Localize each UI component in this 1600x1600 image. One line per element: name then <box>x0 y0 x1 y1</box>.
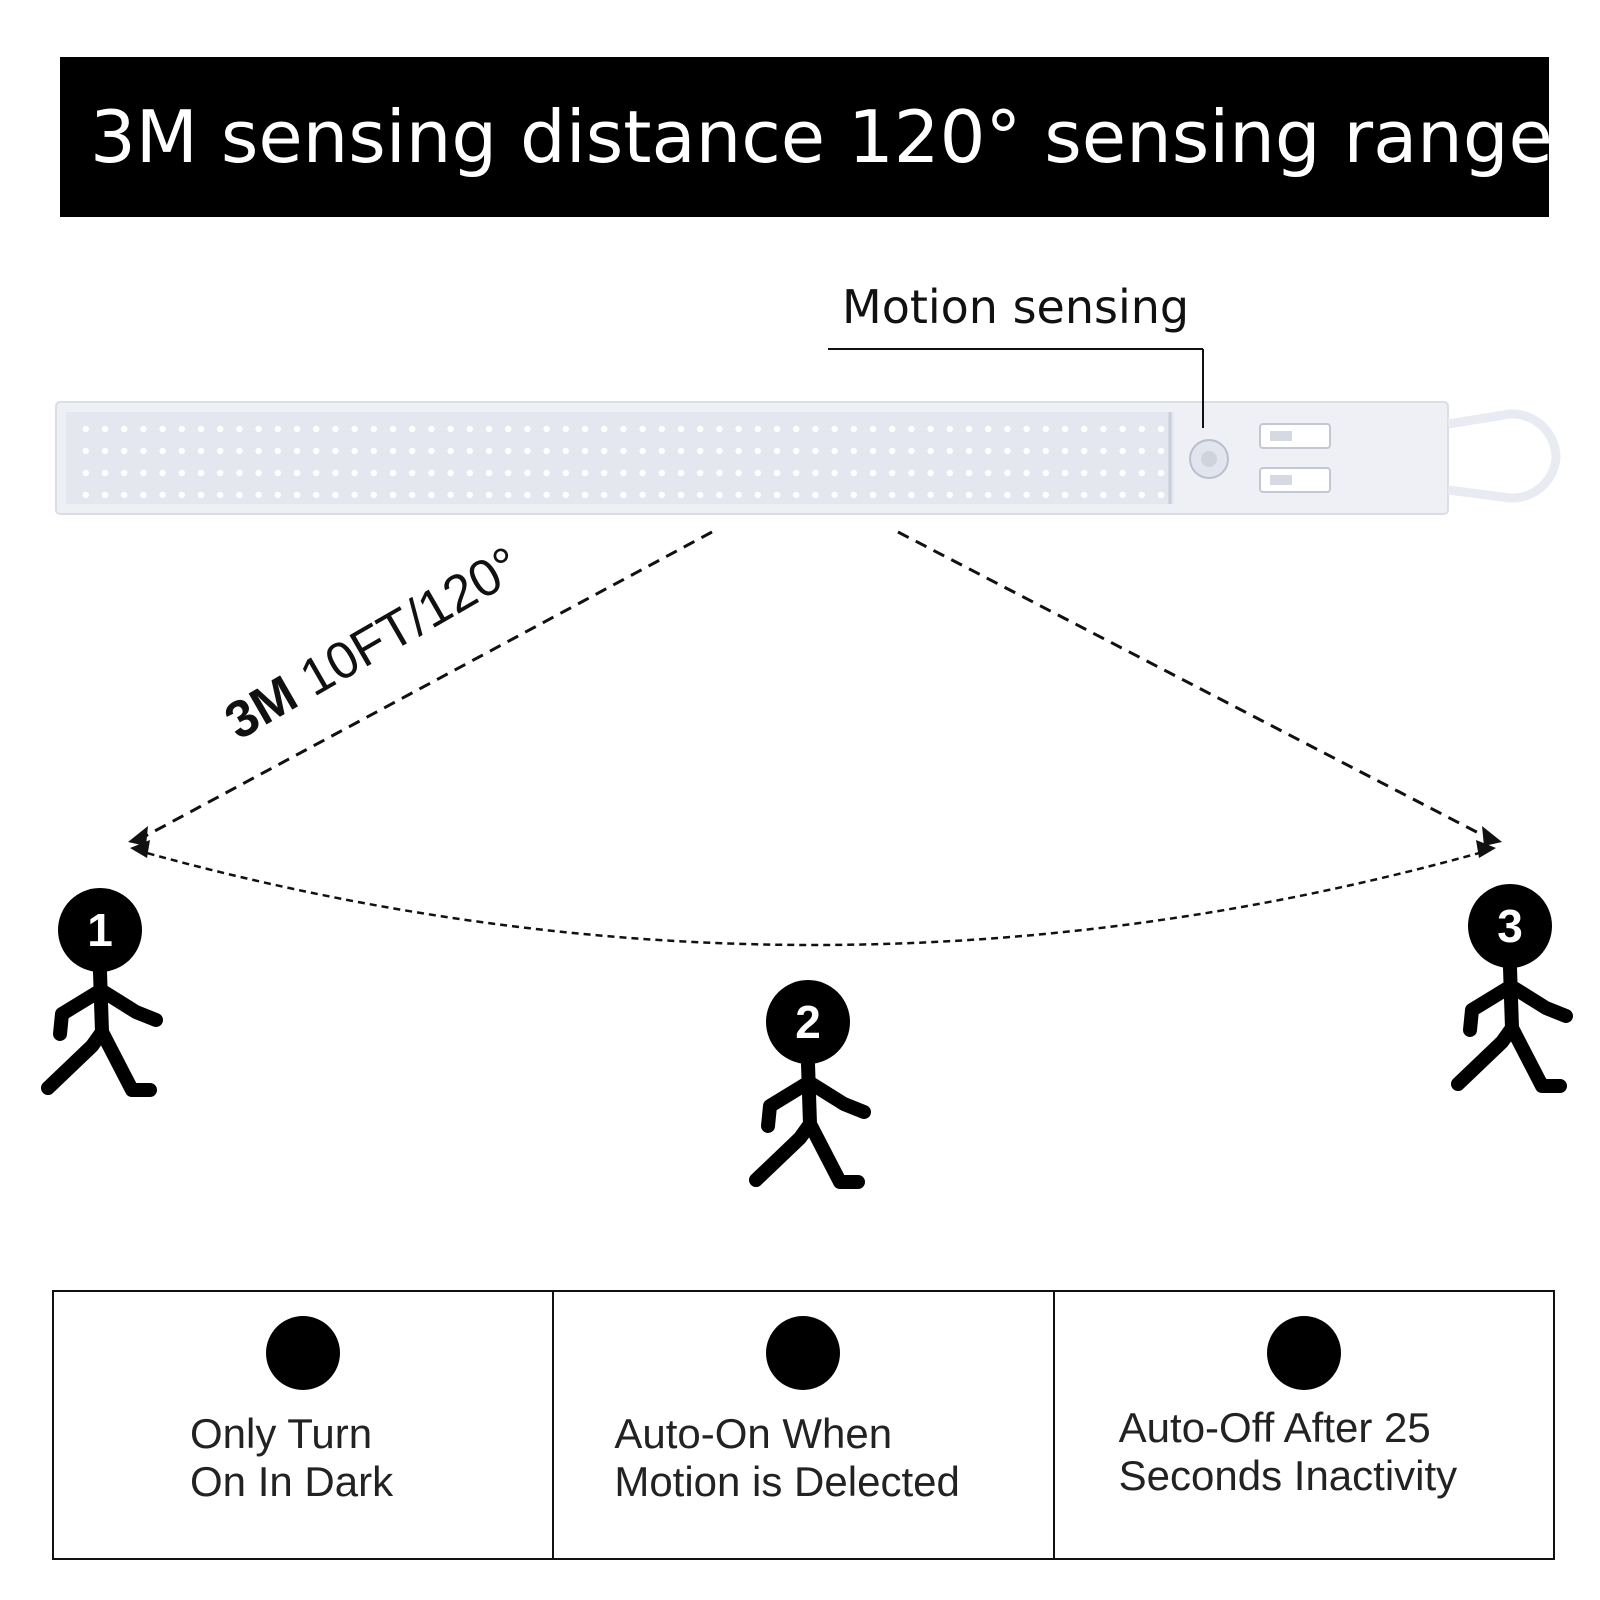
banner-title: 3M sensing distance 120° sensing range <box>90 95 1553 179</box>
walking-person-2-icon <box>749 980 871 1189</box>
sensing-boundary-right <box>897 530 1493 842</box>
person-2-number: 2 <box>795 996 821 1048</box>
person-1-number: 1 <box>87 904 113 956</box>
dot-icon <box>766 1316 841 1390</box>
callout-leader <box>828 348 1204 428</box>
sensing-boundary-left <box>137 530 713 842</box>
feature-cell-dark-only: Only Turn On In Dark <box>54 1292 555 1558</box>
dot-icon <box>1266 1316 1341 1390</box>
feature-text: Auto-Off After 25 Seconds Inactivity <box>1118 1404 1458 1499</box>
walking-person-3-icon <box>1451 884 1573 1093</box>
feature-cell-auto-on: Auto-On When Motion is Delected <box>554 1292 1055 1558</box>
feature-text: Only Turn On In Dark <box>190 1410 394 1505</box>
arc-arrow-left <box>130 840 150 858</box>
arrow-head-right <box>1482 826 1502 846</box>
motion-sensing-label: Motion sensing <box>842 280 1190 334</box>
feature-cell-auto-off: Auto-Off After 25 Seconds Inactivity <box>1055 1292 1553 1558</box>
title-banner: 3M sensing distance 120° sensing range <box>60 57 1553 217</box>
arc-arrow-right <box>1476 840 1496 858</box>
walking-person-1-icon <box>41 888 163 1097</box>
dot-icon <box>266 1316 341 1390</box>
person-3-number: 3 <box>1497 900 1523 952</box>
sensing-arc <box>135 848 1491 947</box>
feature-text: Auto-On When Motion is Delected <box>614 1410 960 1505</box>
feature-panel: Only Turn On In Dark Auto-On When Motion… <box>52 1290 1555 1560</box>
arrow-head-left <box>128 826 148 846</box>
light-bar <box>55 401 1561 515</box>
